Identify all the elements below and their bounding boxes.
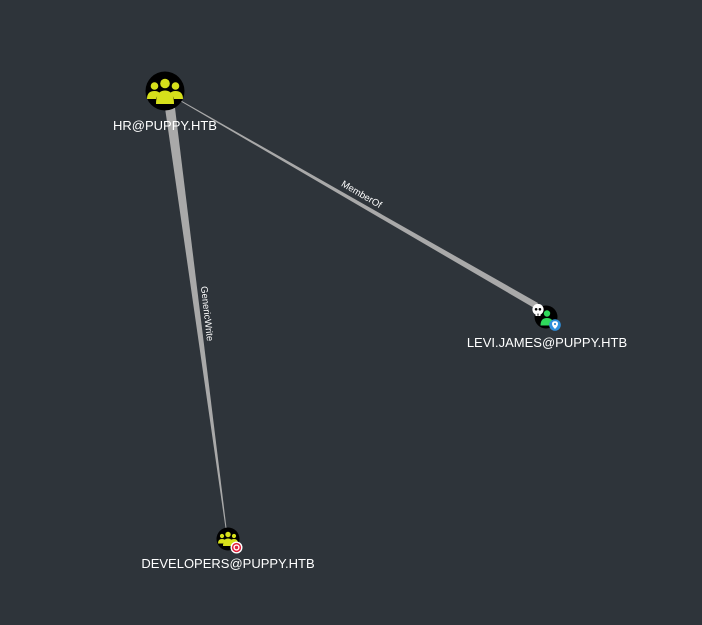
edge-genericwrite-line[interactable] xyxy=(165,108,227,528)
edge-memberof-line[interactable] xyxy=(180,100,538,309)
target-icon xyxy=(230,541,243,554)
tier-zero-icon xyxy=(549,319,561,331)
skull-icon xyxy=(532,303,544,316)
group-icon xyxy=(147,78,183,104)
node-levi-label: LEVI.JAMES@PUPPY.HTB xyxy=(467,335,627,350)
node-developers-label: DEVELOPERS@PUPPY.HTB xyxy=(141,556,314,571)
node-developers[interactable]: DEVELOPERS@PUPPY.HTB xyxy=(141,527,315,572)
node-levi[interactable]: LEVI.JAMES@PUPPY.HTB xyxy=(467,303,627,350)
node-hr-label: HR@PUPPY.HTB xyxy=(113,118,217,133)
node-hr[interactable]: HR@PUPPY.HTB xyxy=(113,71,217,134)
